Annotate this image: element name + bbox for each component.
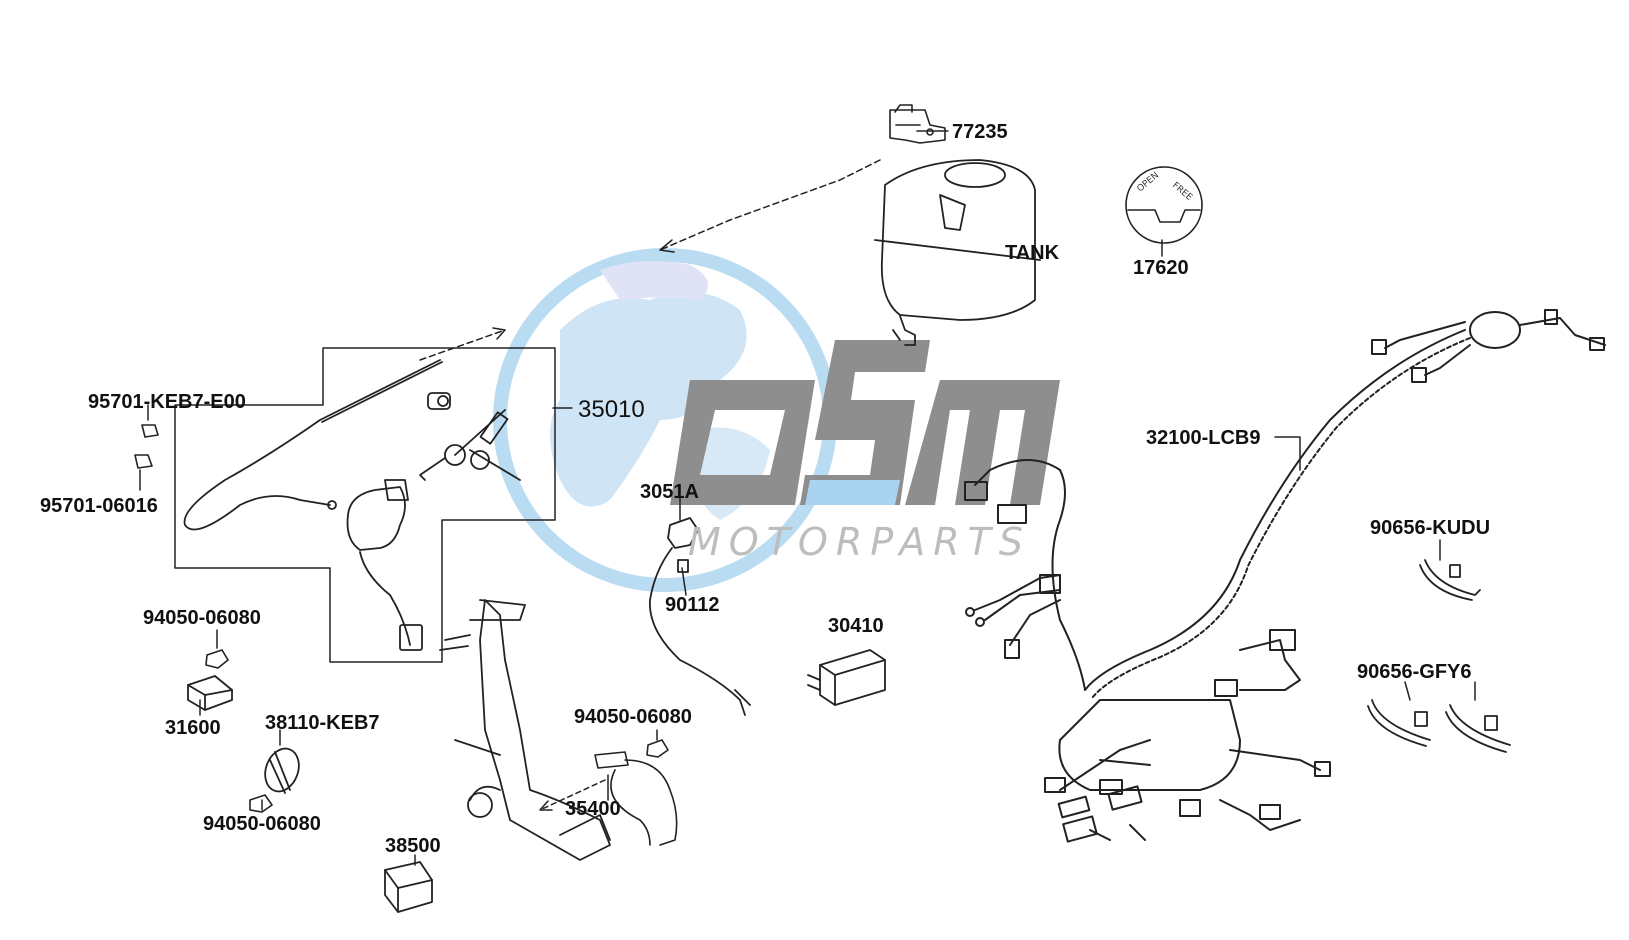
label-94050-06080-middle: 94050-06080 xyxy=(574,706,692,728)
part-stand-frame xyxy=(439,599,611,861)
label-38500: 38500 xyxy=(385,835,441,857)
label-17620: 17620 xyxy=(1133,257,1189,279)
label-90656-gfy6: 90656-GFY6 xyxy=(1357,661,1472,683)
assembly-35010-box xyxy=(174,347,556,663)
part-38500-box xyxy=(384,861,433,913)
label-35400: 35400 xyxy=(565,798,621,820)
label-90656-kudu: 90656-KUDU xyxy=(1370,517,1491,539)
label-35010: 35010 xyxy=(578,396,645,423)
svg-text:FREE: FREE xyxy=(1170,181,1194,204)
watermark-oem-letters xyxy=(670,340,1060,505)
part-90656-gfy6-bands xyxy=(1367,699,1511,753)
label-tank: TANK xyxy=(1005,242,1060,264)
part-35010-cable xyxy=(183,359,443,531)
part-77235-bracket xyxy=(889,104,946,144)
part-32100-lcb9-harness xyxy=(964,309,1606,843)
part-94050-nuts xyxy=(205,649,669,813)
part-31600-relay xyxy=(187,675,233,711)
label-32100-lcb9: 32100-LCB9 xyxy=(1146,427,1261,449)
part-35010-lock xyxy=(346,392,521,651)
part-90656-kudu-band xyxy=(1419,559,1481,601)
part-tank xyxy=(874,159,1041,346)
label-95701-06016: 95701-06016 xyxy=(40,495,158,517)
part-95701-bolts xyxy=(134,424,159,469)
part-35400-bracket xyxy=(594,751,678,846)
part-38110-keb7-disc xyxy=(264,747,300,794)
label-3051a: 3051A xyxy=(640,481,699,503)
label-31600: 31600 xyxy=(165,717,221,739)
part-30410-unit xyxy=(807,649,886,706)
label-95701-keb7-e00: 95701-KEB7-E00 xyxy=(88,391,246,413)
part-17620-decal: OPEN FREE xyxy=(1125,166,1203,244)
label-94050-06080-lower: 94050-06080 xyxy=(203,813,321,835)
label-30410: 30410 xyxy=(828,615,884,637)
watermark-subtitle: MOTORPARTS xyxy=(688,520,1031,564)
label-38110-keb7: 38110-KEB7 xyxy=(265,712,380,734)
label-90112: 90112 xyxy=(665,594,720,616)
watermark-globe xyxy=(493,248,837,592)
label-77235: 77235 xyxy=(952,121,1008,143)
part-3051a-sensor xyxy=(649,517,751,716)
label-94050-06080-upper: 94050-06080 xyxy=(143,607,261,629)
svg-text:OPEN: OPEN xyxy=(1136,171,1162,195)
